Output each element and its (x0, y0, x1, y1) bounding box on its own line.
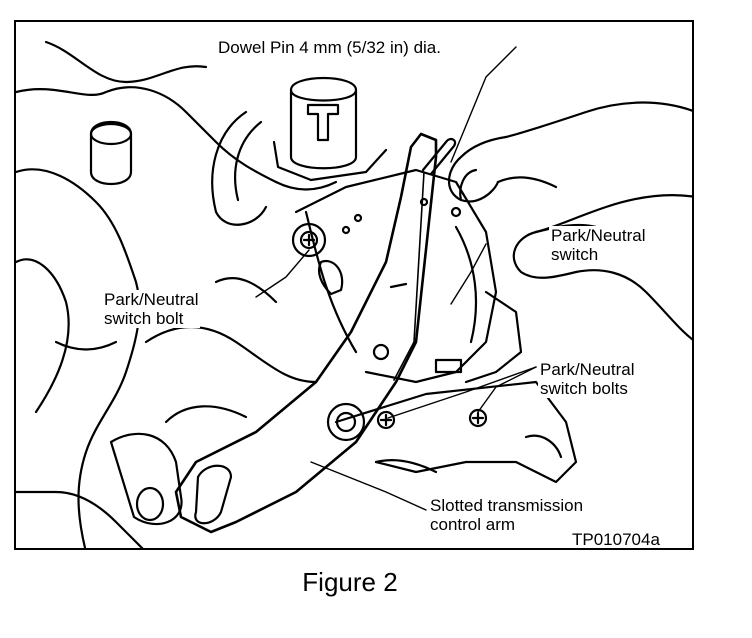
switch-bolts-label-line2: switch bolts (540, 379, 628, 398)
callout-switch-bolt: Park/Neutral switch bolt (102, 290, 201, 328)
hand (447, 101, 692, 341)
mounting-plate (334, 380, 578, 484)
housing-bolt-upper-left (89, 121, 133, 185)
switch-bolt-left (291, 222, 344, 296)
figure-frame: Dowel Pin 4 mm (5/32 in) dia. Park/Neutr… (14, 20, 694, 550)
switch-label-line2: switch (551, 245, 599, 264)
slotted-control-arm (174, 132, 438, 534)
callout-switch-bolts: Park/Neutral switch bolts (538, 360, 637, 398)
callout-park-neutral-switch: Park/Neutral switch (549, 226, 648, 264)
leader-lines (255, 46, 537, 511)
callout-control-arm: Slotted transmission control arm (428, 496, 586, 534)
park-neutral-switch-body (294, 168, 523, 384)
figure-caption: Figure 2 (302, 567, 398, 597)
switch-bolts-label-line1: Park/Neutral (540, 360, 635, 379)
wire-harness (211, 110, 268, 226)
switch-label-line1: Park/Neutral (551, 226, 646, 245)
control-arm-label-line1: Slotted transmission (430, 496, 584, 515)
transmission-housing (16, 40, 338, 548)
dowel-pin-label: Dowel Pin 4 mm (5/32 in) dia. (218, 38, 441, 57)
figure-reference-code: TP010704a (572, 530, 660, 549)
switch-bolt-label-line1: Park/Neutral (104, 290, 199, 309)
transmission-illustration (16, 40, 692, 548)
control-arm-label-line2: control arm (430, 515, 516, 534)
dowel-pin (421, 137, 457, 176)
switch-connector (272, 76, 388, 182)
housing-bolt-lower-left (109, 432, 183, 526)
callout-dowel-pin: Dowel Pin 4 mm (5/32 in) dia. (216, 38, 443, 57)
switch-bolt-label-line2: switch bolt (104, 309, 184, 328)
